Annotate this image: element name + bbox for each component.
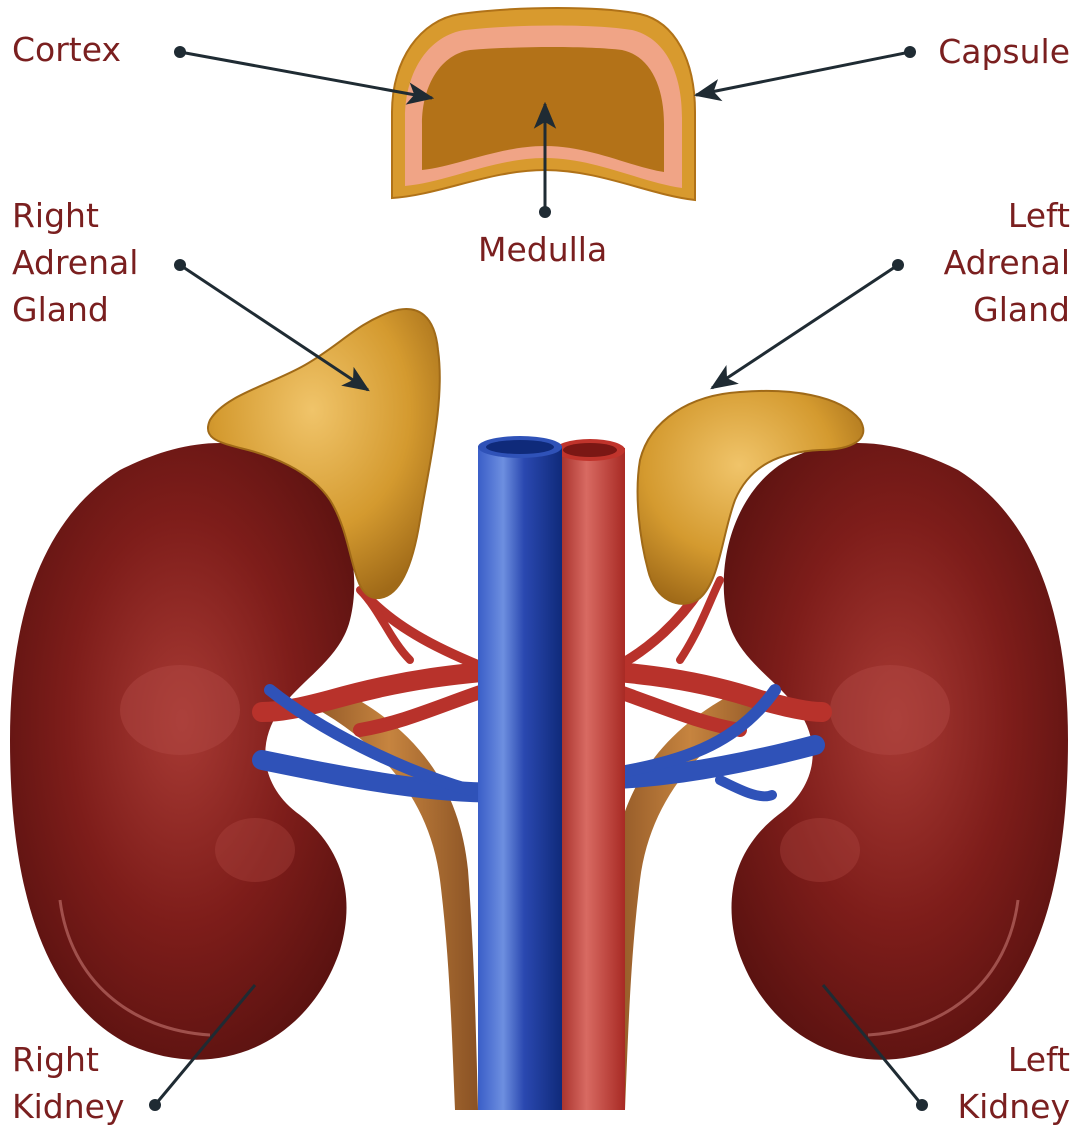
right-adrenal-pointer <box>180 265 368 390</box>
inferior-vena-cava <box>478 436 562 1110</box>
left-adrenal-gland-label: Left Adrenal Gland <box>944 192 1070 333</box>
capsule-pointer <box>696 52 910 95</box>
left-adrenal-pointer <box>712 265 898 388</box>
right-kidney <box>10 443 354 1060</box>
right-adrenal-gland-label: Right Adrenal Gland <box>12 192 138 333</box>
medulla-label: Medulla <box>478 226 607 273</box>
aorta <box>555 439 625 1110</box>
right-kidney-label: Right Kidney <box>12 1036 125 1130</box>
cortex-label: Cortex <box>12 26 121 73</box>
left-kidney-label: Left Kidney <box>957 1036 1070 1130</box>
cortex-pointer <box>180 52 432 98</box>
capsule-label: Capsule <box>938 28 1070 75</box>
